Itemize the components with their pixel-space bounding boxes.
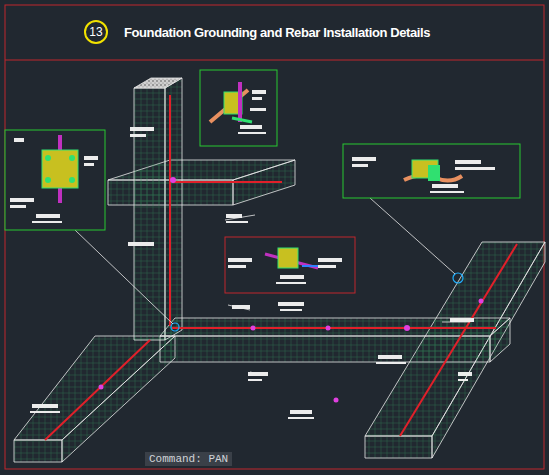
- detail-box: [5, 130, 105, 230]
- sheet-title: Foundation Grounding and Rebar Installat…: [124, 25, 430, 40]
- sheet-frame: [5, 5, 544, 469]
- annotation-bars: [10, 90, 495, 419]
- leader-lines: [75, 198, 470, 375]
- command-line: Command: PAN: [145, 452, 232, 466]
- column-top: [134, 78, 182, 88]
- weld-points: [99, 177, 484, 403]
- detail-box: [225, 237, 355, 293]
- callout-number: 13: [89, 25, 102, 39]
- title-rule: [5, 60, 544, 61]
- detail-marker: [453, 273, 463, 283]
- detail-box: [200, 70, 277, 146]
- detail-marker: [171, 323, 179, 331]
- detail-box: [343, 144, 520, 198]
- callout-circle: 13: [84, 20, 108, 44]
